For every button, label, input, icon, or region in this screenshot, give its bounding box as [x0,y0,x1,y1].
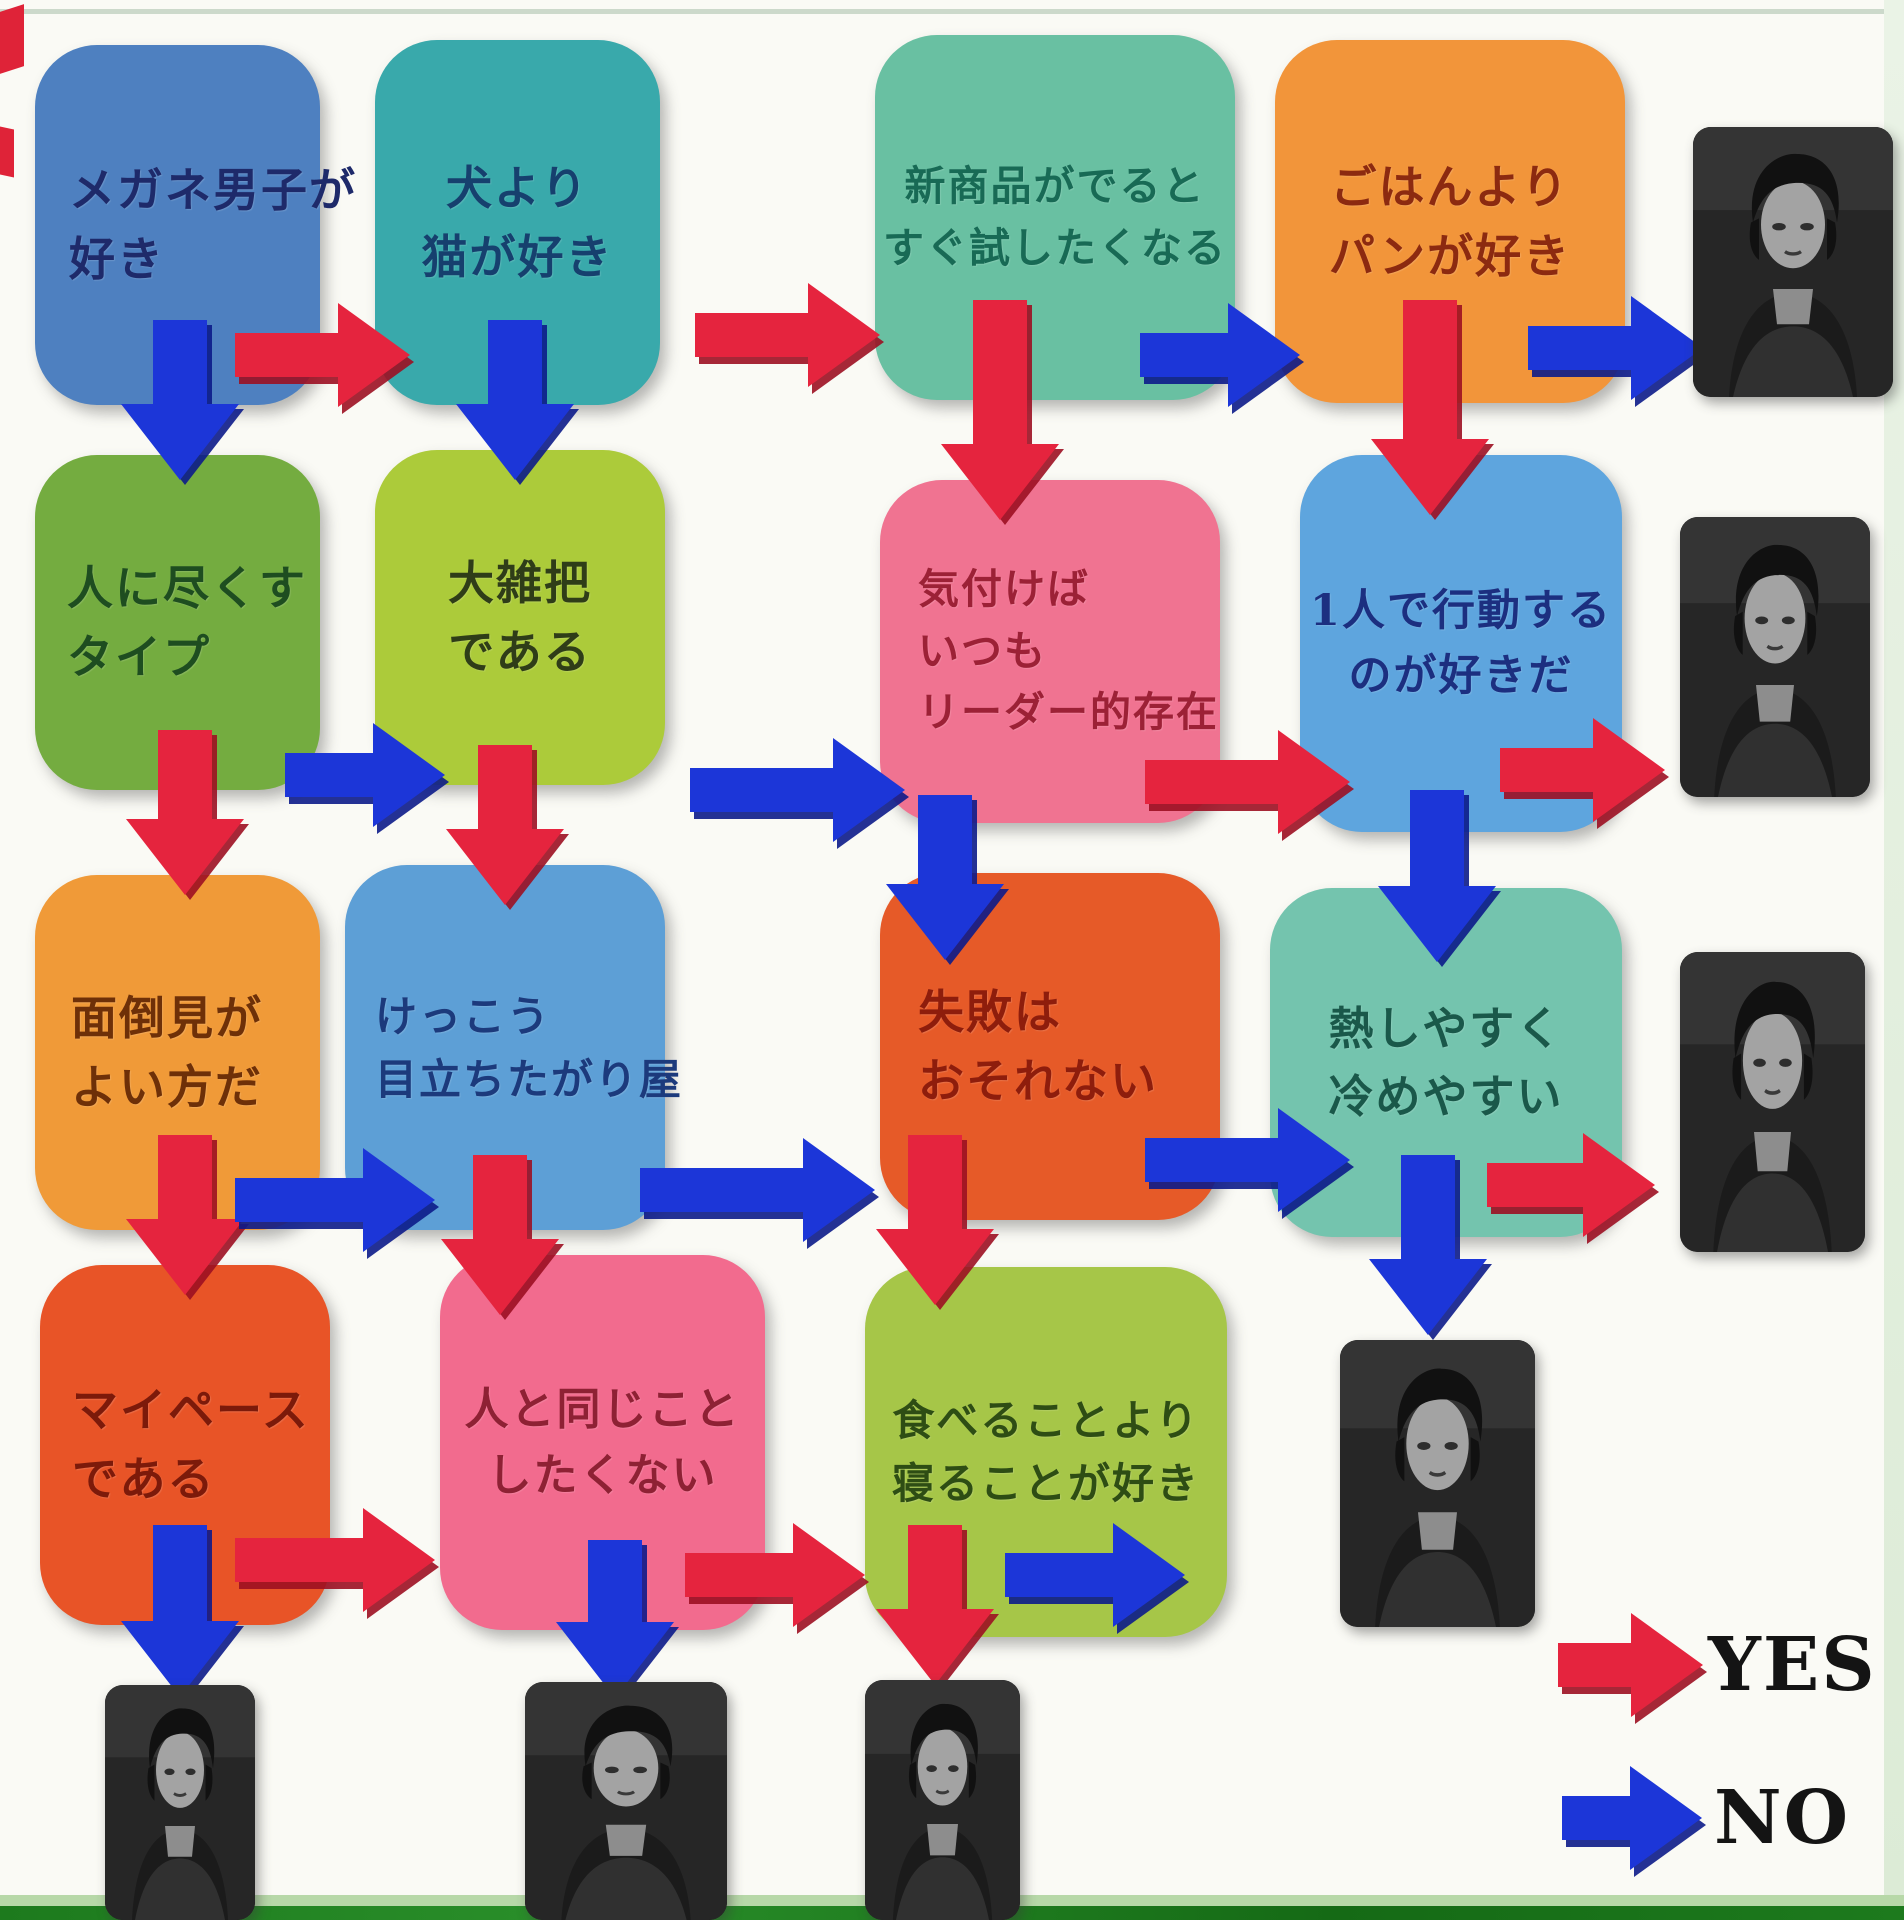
flow-box-b6: 大雑把である [375,450,665,785]
flow-box-text: 新商品がでると [904,162,1206,210]
yes-arrow-b2-to-b3 [695,275,884,395]
no-arrow-b1-to-b5 [115,320,245,485]
no-arrow-b2-to-b6 [450,320,580,485]
no-arrow-b3-to-b4 [1140,295,1304,415]
no-arrow-b10-to-b11 [640,1130,879,1250]
member-photo-p3 [1680,952,1865,1252]
flow-box-text: 1人で行動する [1310,586,1612,636]
corner-arrow-fragment [0,126,14,178]
no-arrow-b4-to-p1 [1528,288,1707,408]
yes-arrow-b11-to-b15 [870,1135,1000,1310]
no-arrow-b12-to-p4 [1363,1155,1493,1340]
yes-arrow-b7-to-b8 [1145,722,1354,842]
member-photo-p5 [105,1685,255,1920]
flow-box-text: 熱しやすく [1328,1002,1564,1055]
legend-yes-arrow [1558,1605,1707,1725]
yes-arrow-b9-to-b13 [120,1135,250,1300]
member-photo-p6 [525,1682,727,1920]
yes-arrow-b14-to-b15 [685,1515,869,1635]
flow-box-text: 好き [69,232,165,286]
flow-box-text: リーダー的存在 [918,688,1219,737]
yes-arrow-b5-to-b9 [120,730,250,900]
yes-arrow-b13-to-b14 [235,1500,439,1620]
yes-arrow-b3-to-b7 [935,300,1065,525]
flow-box-text: 人に尽くす [67,560,307,615]
corner-arrow-fragment [0,4,24,74]
yes-arrow-b4-to-b8 [1365,300,1495,520]
flow-box-b9: 面倒見がよい方だ [35,875,320,1230]
no-arrow-b14-to-p6 [550,1540,680,1703]
member-photo-p7 [865,1680,1020,1920]
legend-yes-label: YES [1708,1622,1877,1708]
flow-box-text: マイペース [72,1383,310,1437]
no-arrow-b5-to-b6 [285,715,449,835]
no-arrow-b6-to-b7 [690,730,909,850]
yes-arrow-b12-to-p3 [1487,1125,1659,1245]
yes-arrow-b6-to-b10 [440,745,570,910]
member-photo-p2 [1680,517,1870,797]
yes-arrow-b15-to-p7 [870,1525,1000,1690]
flow-box-text: 寝ることが好き [891,1459,1200,1508]
legend-no-arrow [1562,1758,1706,1878]
flow-box-text: すぐ試したくなる [883,223,1227,272]
flow-box-text: のが好きだ [1348,650,1574,701]
member-photo-p4 [1340,1340,1535,1627]
flow-box-text: おそれない [918,1053,1158,1108]
flow-box-text: である [72,1452,216,1506]
no-arrow-b13-to-p5 [115,1525,245,1702]
yes-arrow-b1-to-b2 [235,295,414,415]
top-border-line [0,9,1904,14]
flow-box-text: 気付けば [918,565,1090,614]
flow-box-text: けっこう [375,991,552,1041]
flow-box-b10: けっこう目立ちたがり屋 [345,865,681,1230]
flow-box-b5: 人に尽くすタイプ [35,455,320,790]
no-arrow-b11-to-b12 [1145,1100,1354,1220]
member-photo-p1 [1693,127,1893,397]
flow-box-text: 犬より [445,160,590,215]
flow-box-text: よい方だ [71,1059,263,1114]
flow-box-text: パンが好き [1328,228,1572,283]
flow-box-text: したくない [487,1449,718,1501]
flow-box-text: 失敗は [918,984,1062,1039]
flow-box-text: タイプ [67,629,211,684]
yes-arrow-b10-to-b14 [435,1155,565,1320]
flow-box-text: 目立ちたがり屋 [375,1054,684,1104]
yes-arrow-b8-to-p2 [1500,710,1669,830]
no-arrow-b15-to-p4 [1005,1515,1189,1635]
flow-box-text: 面倒見が [71,990,263,1045]
flow-box-text: 人と同じこと [464,1383,741,1435]
flow-box-text: ごはんより [1330,159,1570,214]
right-margin-band [1884,0,1904,1920]
legend-no-label: NO [1714,1775,1851,1861]
flow-box-text: 猫が好き [421,229,614,284]
flow-box-text: である [448,624,592,679]
flow-box-text: 食べることより [892,1396,1200,1445]
flow-box-text: 冷めやすい [1328,1069,1564,1123]
flow-box-text: いつも [918,626,1047,675]
no-arrow-b9-to-b10 [235,1140,439,1260]
flow-box-text: 大雑把 [448,555,592,610]
flow-box-text: メガネ男子が [69,163,357,217]
no-arrow-b7-to-b11 [880,795,1010,965]
no-arrow-b8-to-b12 [1372,790,1502,967]
